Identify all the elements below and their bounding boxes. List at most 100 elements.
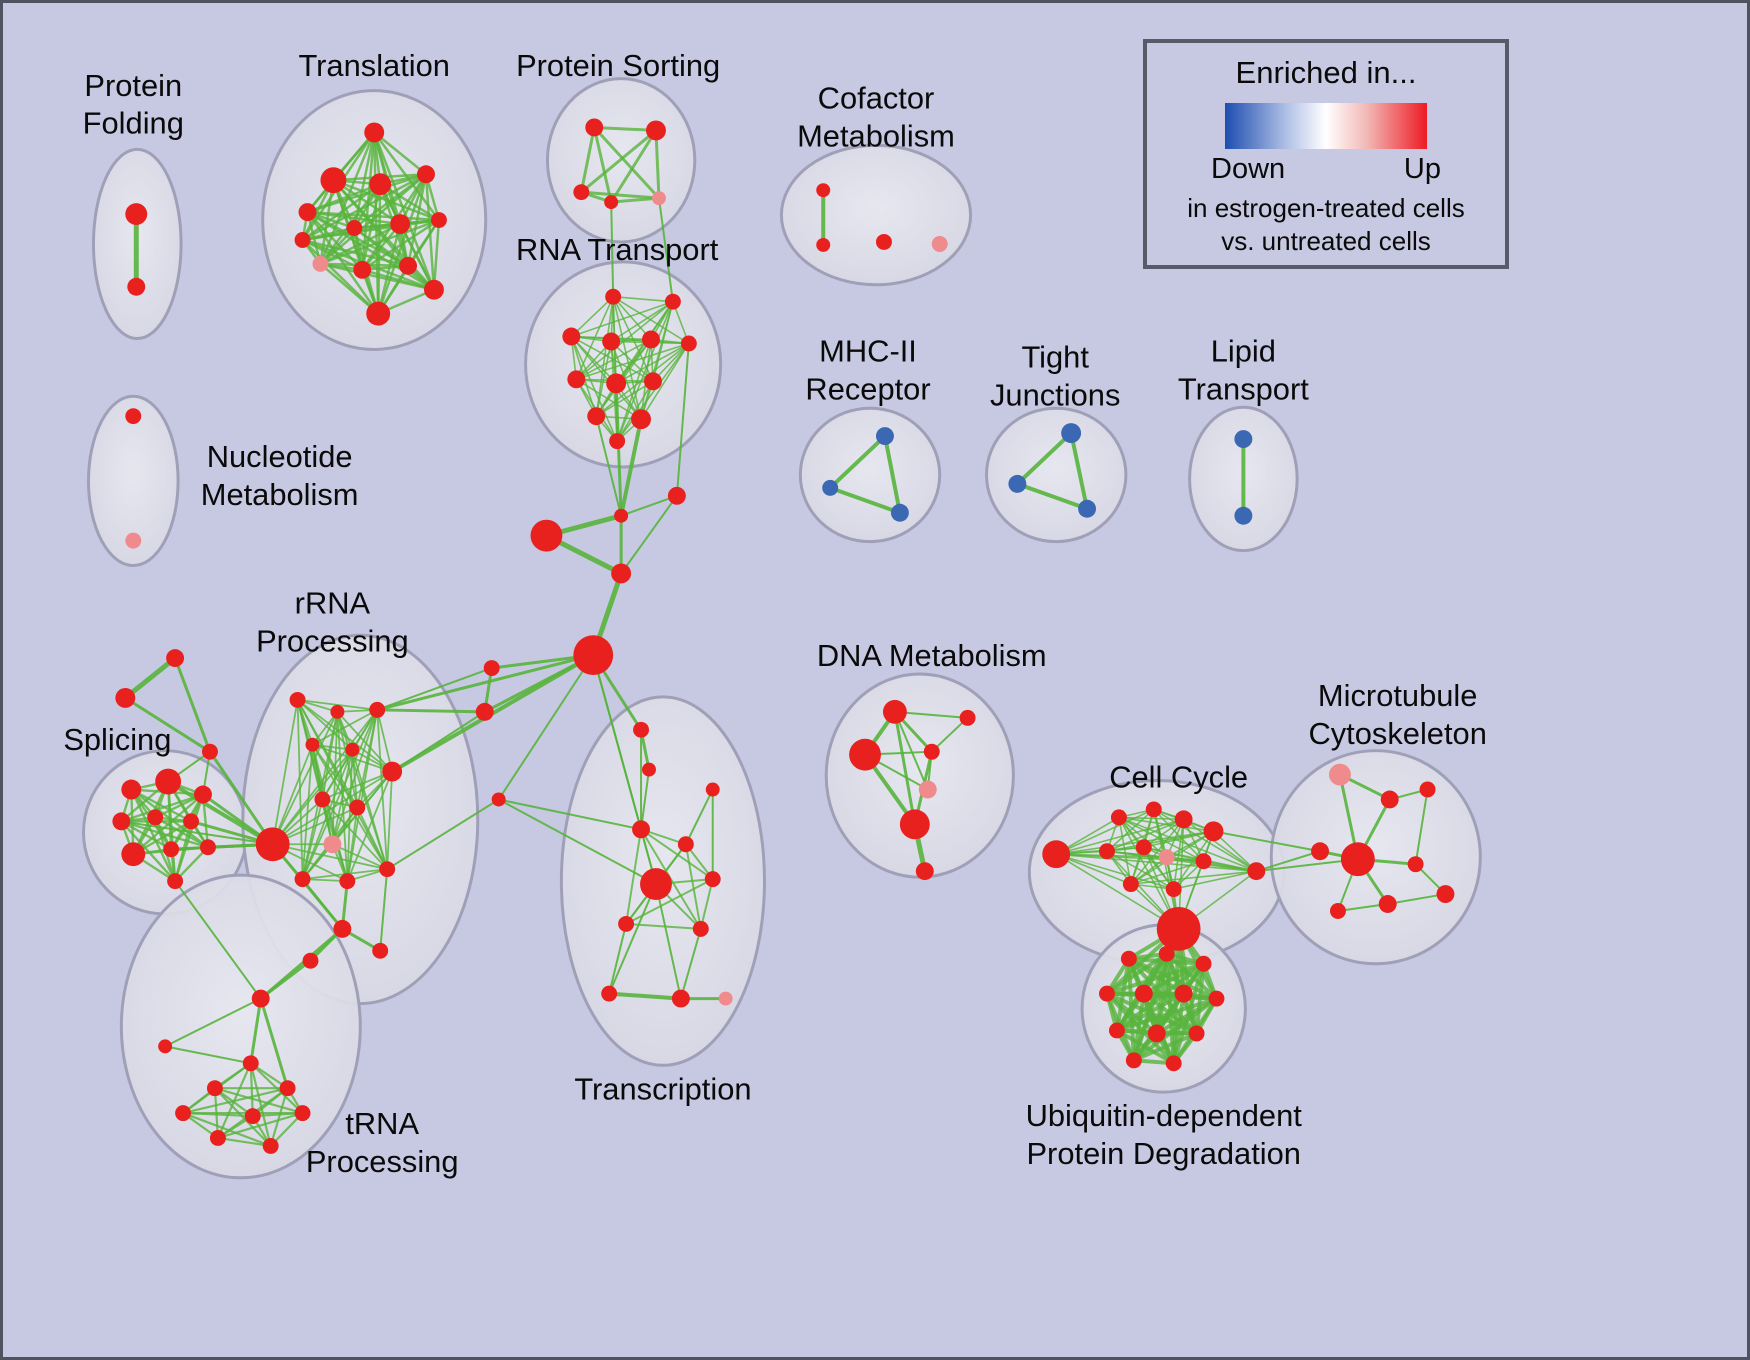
network-node[interactable]	[642, 762, 656, 777]
network-node[interactable]	[705, 782, 720, 797]
network-node[interactable]	[1134, 984, 1153, 1003]
network-node[interactable]	[573, 184, 590, 201]
network-node[interactable]	[349, 799, 366, 816]
network-node[interactable]	[302, 952, 319, 969]
network-node[interactable]	[718, 991, 733, 1006]
network-node[interactable]	[664, 293, 681, 310]
network-node[interactable]	[1174, 984, 1193, 1003]
network-node[interactable]	[1195, 853, 1212, 870]
network-node[interactable]	[298, 203, 317, 222]
network-node[interactable]	[199, 839, 216, 856]
network-node[interactable]	[605, 288, 622, 305]
network-node[interactable]	[346, 220, 363, 236]
network-node[interactable]	[1247, 862, 1266, 881]
network-node[interactable]	[364, 122, 385, 143]
network-node[interactable]	[822, 479, 839, 496]
network-node[interactable]	[646, 120, 666, 141]
network-node[interactable]	[640, 868, 672, 901]
network-node[interactable]	[379, 861, 396, 878]
network-node[interactable]	[125, 203, 148, 226]
network-node[interactable]	[671, 989, 690, 1008]
network-node[interactable]	[923, 743, 940, 760]
network-node[interactable]	[882, 699, 907, 724]
network-node[interactable]	[244, 1108, 261, 1125]
network-node[interactable]	[606, 373, 627, 394]
network-node[interactable]	[163, 841, 180, 858]
network-node[interactable]	[1378, 895, 1397, 913]
network-node[interactable]	[1158, 945, 1175, 962]
network-node[interactable]	[417, 165, 435, 184]
network-node[interactable]	[399, 256, 418, 275]
network-node[interactable]	[651, 191, 666, 206]
network-node[interactable]	[875, 233, 892, 250]
network-node[interactable]	[567, 370, 586, 389]
network-node[interactable]	[339, 873, 356, 890]
network-node[interactable]	[330, 704, 345, 719]
network-node[interactable]	[633, 721, 650, 738]
network-node[interactable]	[1165, 881, 1182, 898]
network-node[interactable]	[345, 742, 360, 757]
network-node[interactable]	[121, 779, 142, 800]
network-node[interactable]	[1340, 842, 1375, 877]
network-node[interactable]	[1099, 843, 1115, 860]
network-node[interactable]	[127, 277, 146, 296]
network-node[interactable]	[369, 701, 386, 718]
network-node[interactable]	[1329, 903, 1346, 919]
network-node[interactable]	[115, 687, 136, 708]
network-node[interactable]	[423, 279, 444, 300]
network-node[interactable]	[1188, 1025, 1205, 1042]
network-node[interactable]	[959, 709, 976, 726]
network-node[interactable]	[816, 237, 831, 252]
network-node[interactable]	[585, 118, 604, 137]
network-node[interactable]	[632, 820, 650, 839]
network-node[interactable]	[314, 791, 331, 808]
network-node[interactable]	[918, 780, 937, 799]
network-node[interactable]	[255, 827, 290, 862]
network-node[interactable]	[1125, 1052, 1142, 1069]
network-node[interactable]	[680, 335, 697, 352]
network-node[interactable]	[1120, 950, 1137, 967]
network-node[interactable]	[1008, 474, 1027, 493]
network-node[interactable]	[1407, 856, 1424, 873]
network-node[interactable]	[167, 873, 184, 890]
network-node[interactable]	[323, 835, 342, 854]
network-node[interactable]	[1174, 810, 1193, 829]
network-node[interactable]	[382, 761, 403, 782]
network-node[interactable]	[849, 738, 881, 771]
network-node[interactable]	[305, 737, 320, 752]
network-node[interactable]	[1208, 990, 1225, 1007]
network-node[interactable]	[1380, 790, 1399, 809]
network-node[interactable]	[931, 235, 948, 252]
network-node[interactable]	[677, 836, 694, 853]
network-node[interactable]	[158, 1039, 173, 1054]
network-node[interactable]	[614, 508, 629, 523]
network-node[interactable]	[121, 842, 146, 867]
network-node[interactable]	[602, 332, 621, 351]
network-node[interactable]	[294, 231, 311, 248]
network-node[interactable]	[262, 1137, 279, 1154]
network-node[interactable]	[175, 1105, 192, 1122]
network-node[interactable]	[125, 532, 142, 549]
network-node[interactable]	[289, 691, 306, 708]
network-node[interactable]	[1042, 840, 1071, 869]
network-node[interactable]	[899, 809, 930, 840]
network-node[interactable]	[491, 792, 506, 807]
network-node[interactable]	[587, 407, 606, 426]
network-node[interactable]	[1158, 849, 1175, 866]
network-node[interactable]	[1311, 842, 1329, 861]
network-node[interactable]	[875, 427, 894, 446]
network-node[interactable]	[618, 915, 635, 932]
network-node[interactable]	[604, 195, 619, 210]
network-node[interactable]	[353, 260, 372, 279]
network-node[interactable]	[704, 871, 721, 888]
network-node[interactable]	[206, 1080, 223, 1097]
network-node[interactable]	[1122, 876, 1139, 893]
network-node[interactable]	[1156, 906, 1201, 951]
network-node[interactable]	[125, 408, 142, 425]
network-node[interactable]	[279, 1080, 296, 1097]
network-node[interactable]	[1135, 839, 1152, 856]
network-node[interactable]	[530, 519, 563, 552]
network-node[interactable]	[166, 649, 185, 668]
network-node[interactable]	[475, 702, 494, 721]
network-node[interactable]	[1234, 430, 1253, 449]
